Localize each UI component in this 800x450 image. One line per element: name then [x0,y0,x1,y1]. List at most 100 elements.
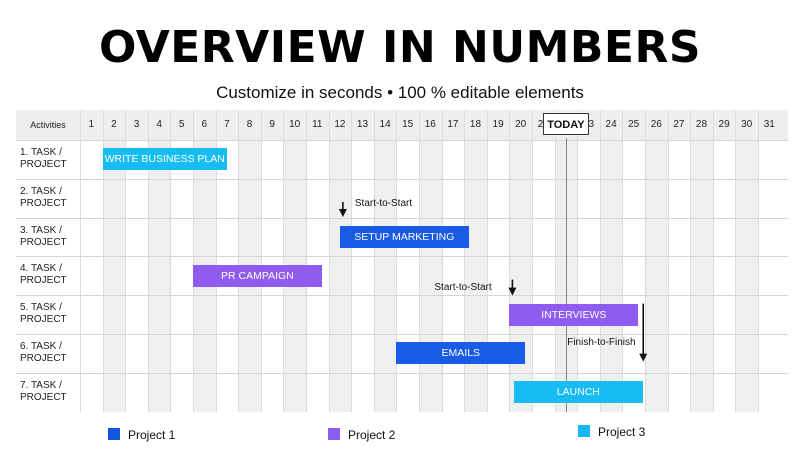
day-number: 16 [424,119,436,130]
legend-item-project-1: Project 1 [108,428,175,442]
row-label-line2: PROJECT [20,391,67,403]
day-number: 12 [334,119,346,130]
day-column [735,140,758,412]
task-bar[interactable]: PR CAMPAIGN [193,264,322,287]
task-bar[interactable]: SETUP MARKETING [339,226,469,248]
legend-label: Project 2 [348,428,396,442]
row-divider [16,256,788,258]
row-label: 1. TASK /PROJECT [20,147,80,171]
day-number: 17 [447,119,459,130]
row-divider [16,334,788,335]
row-label-line1: 6. TASK / [20,341,62,352]
day-divider [690,110,692,412]
row-label: 7. TASK /PROJECT [20,380,80,404]
day-divider [260,110,262,412]
row-label-line1: 4. TASK / [20,263,62,275]
day-divider [193,110,194,412]
day-divider [554,110,556,412]
page-title: OVERVIEW IN NUMBERS [98,22,702,73]
day-number: 3 [133,119,140,130]
day-column [599,140,623,412]
day-number: 27 [673,119,685,130]
row-label: 4. TASK /PROJECT [20,263,80,287]
day-divider [599,110,601,412]
day-divider [328,110,330,412]
day-number: 19 [492,119,504,130]
dependency-label: Finish-to-Finish [567,336,636,348]
row-divider [16,217,788,219]
day-divider [419,110,420,412]
row-label-line2: PROJECT [20,353,67,364]
row-label-line2: PROJECT [20,197,67,209]
day-number: 2 [111,119,117,130]
row-label: 5. TASK /PROJECT [20,302,80,326]
day-divider [622,110,624,412]
day-number: 8 [246,119,253,130]
page-subtitle: Customize in seconds • 100 % editable el… [216,83,584,102]
day-number: 13 [356,119,369,130]
day-divider [80,110,81,412]
legend-item-project-2: Project 2 [328,428,395,442]
day-number: 14 [379,119,391,130]
day-divider [396,110,398,412]
row-label: 2. TASK /PROJECT [20,186,80,210]
day-column [645,140,668,412]
legend-label: Project 3 [598,425,646,439]
task-bar[interactable]: LAUNCH [513,381,643,404]
row-label-line2: PROJECT [20,236,67,248]
day-column [102,140,126,412]
day-column [373,140,397,412]
day-number: 1 [88,119,95,130]
row-label-line1: 1. TASK / [20,147,62,158]
day-divider [215,110,217,412]
day-divider [486,110,488,412]
day-divider [464,110,466,412]
row-label-line1: 3. TASK / [20,224,62,236]
day-number: 20 [515,119,527,130]
day-column [328,140,352,412]
day-column [690,140,713,412]
legend-label: Project 1 [128,428,176,442]
day-number: 24 [605,119,617,130]
day-divider [351,110,353,412]
day-number: 10 [289,119,301,130]
legend-item-project-3: Project 3 [578,425,645,439]
day-number: 30 [741,119,753,130]
day-divider [238,110,240,412]
day-divider [102,110,104,412]
day-divider [170,110,172,412]
task-bar[interactable]: INTERVIEWS [509,303,639,326]
day-number: 9 [269,119,275,130]
legend-swatch-project-1 [108,428,120,440]
row-divider [16,140,788,141]
task-bar[interactable]: EMAILS [396,342,526,365]
day-number: 26 [650,119,662,130]
day-divider [125,110,127,412]
row-label-line1: 2. TASK / [20,185,62,197]
row-divider [16,295,788,297]
row-label-line2: PROJECT [20,159,67,170]
day-number: 18 [469,119,482,130]
day-divider [735,110,737,412]
day-column [147,140,171,412]
day-divider [441,110,443,412]
day-number: 15 [402,119,414,130]
row-label: 6. TASK /PROJECT [20,341,80,365]
row-label-line2: PROJECT [20,314,67,326]
dependency-label: Start-to-Start [434,281,492,293]
legend-swatch-project-2 [328,428,340,440]
today-marker-label: TODAY [542,113,589,135]
today-marker-line [565,138,567,412]
row-label-line1: 5. TASK / [20,302,62,314]
day-divider [509,110,511,412]
day-number: 4 [156,119,162,130]
day-number: 6 [201,119,208,130]
row-label-line1: 7. TASK / [20,379,62,391]
day-number: 31 [763,119,775,130]
day-number: 25 [628,119,640,130]
row-label-line2: PROJECT [20,275,67,287]
task-bar[interactable]: WRITE BUSINESS PLAN [102,148,227,171]
day-number: 7 [224,119,230,130]
dependency-arrow-head [508,287,517,296]
